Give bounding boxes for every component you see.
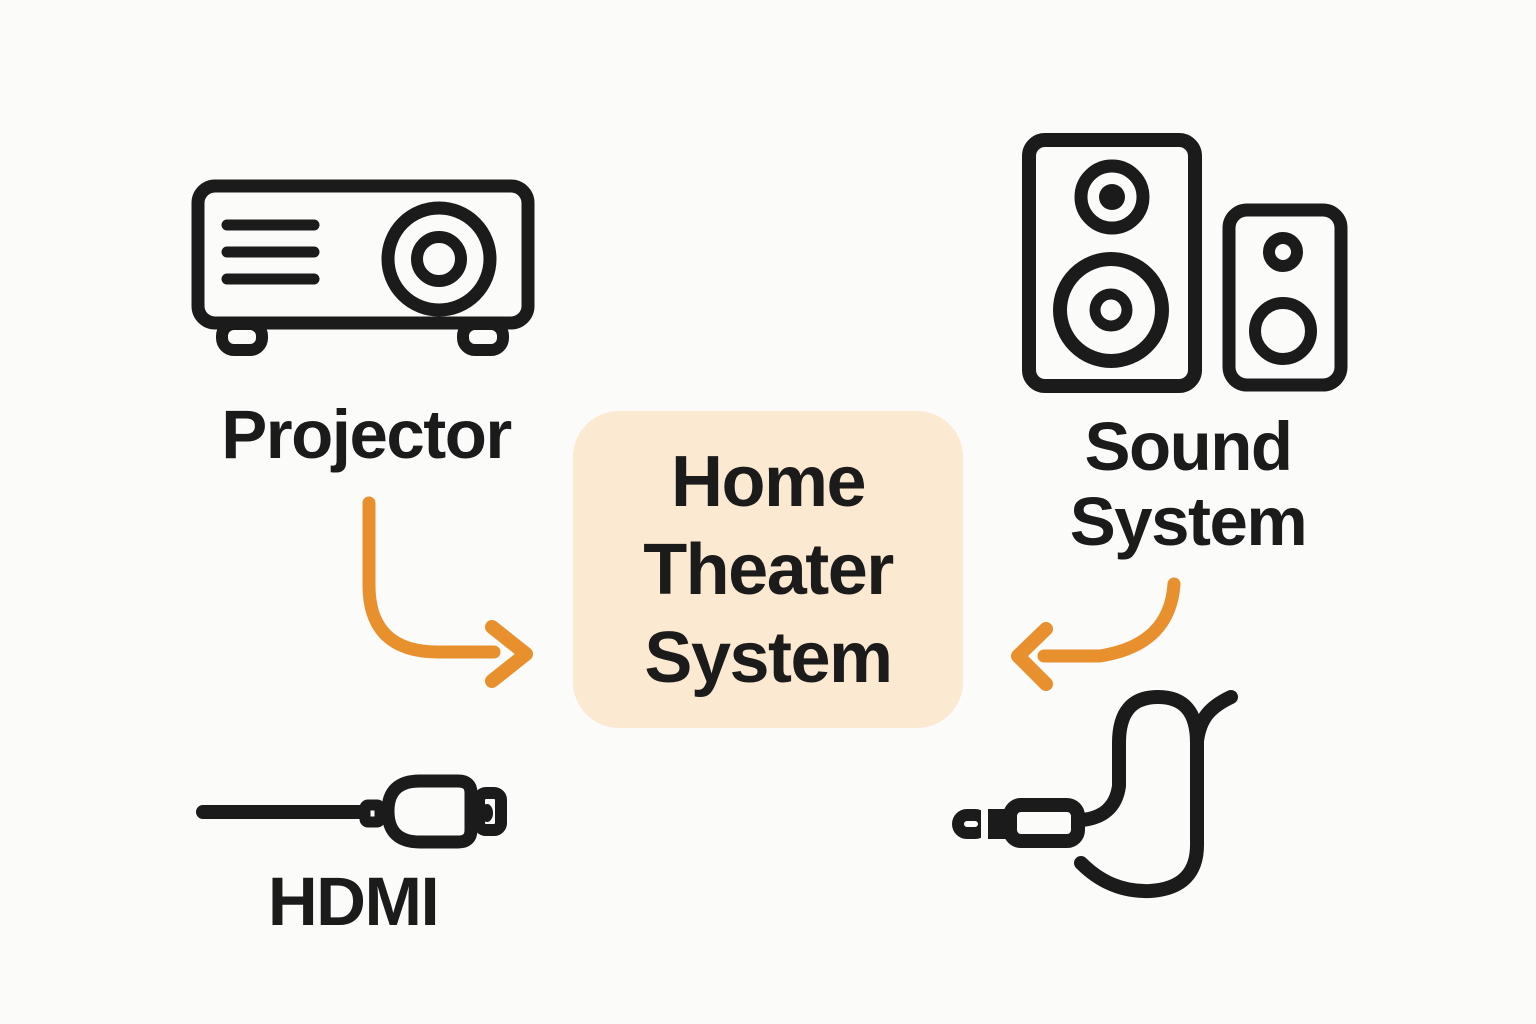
jack-ring <box>988 809 1006 839</box>
projector-lens-inner <box>411 231 467 287</box>
jack-cable-end <box>1190 690 1238 748</box>
projector-icon <box>191 179 535 356</box>
audio-jack-icon <box>952 690 1238 899</box>
hdmi-label: HDMI <box>267 862 440 940</box>
hdmi-tip-pin <box>481 804 493 822</box>
projector-lens-outer <box>381 201 497 317</box>
jack-barrel <box>1003 798 1085 848</box>
hdmi-plug-body <box>381 774 478 849</box>
sound-system-label-line-2: System <box>1069 483 1308 560</box>
sound-system-label-line-1: Sound <box>1084 408 1293 485</box>
jack-tip <box>952 809 990 839</box>
projector-label: Projector <box>221 395 512 473</box>
hub-line-2: Theater <box>643 529 894 610</box>
arrowhead-right-icon <box>485 620 533 688</box>
arrowhead-left-icon <box>1011 622 1053 691</box>
jack-cable-loop <box>1074 690 1204 899</box>
speaker-large-tweeter <box>1074 159 1150 235</box>
hub-line-1: Home <box>670 441 867 522</box>
arrow-shaft <box>1037 577 1181 663</box>
hdmi-cable-icon <box>196 774 507 849</box>
speaker-large-woofer <box>1053 252 1169 368</box>
speaker-large-woofer-cap <box>1089 288 1133 332</box>
speaker-large-tweeter-dot <box>1099 184 1125 210</box>
arrow-sound-to-hub <box>1011 577 1181 691</box>
arrow-shaft <box>362 496 501 659</box>
arrow-projector-to-hub <box>362 496 533 688</box>
speaker-small-woofer <box>1249 297 1317 365</box>
hub-line-3: System <box>644 617 893 698</box>
speakers-icon <box>1022 133 1348 393</box>
home-theater-hub-box: Home Theater System <box>573 411 963 728</box>
hdmi-neck <box>359 799 386 828</box>
jack-tip-gap <box>981 806 988 842</box>
sound-system-label: Sound System <box>988 409 1388 559</box>
speaker-small-tweeter <box>1263 232 1303 272</box>
